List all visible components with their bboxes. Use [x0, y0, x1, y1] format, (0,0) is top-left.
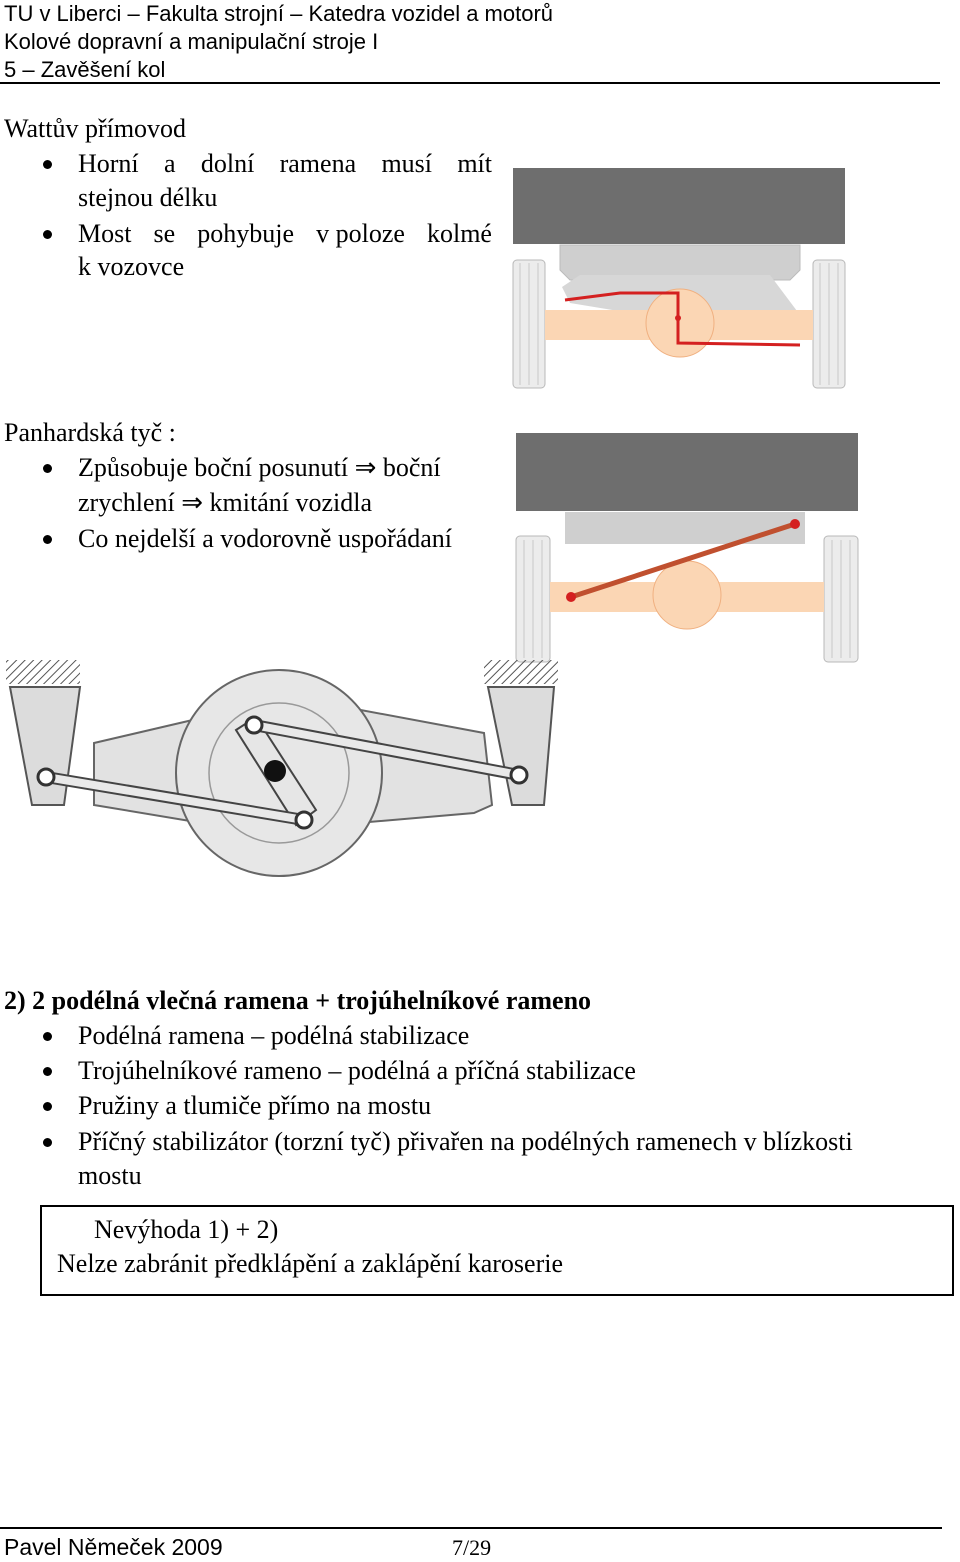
section-2-item: Příčný stabilizátor (torzní tyč) přivaře…: [78, 1127, 853, 1156]
note-text: Nelze zabránit předklápění a zaklápění k…: [57, 1249, 563, 1278]
section-2-title: 2) 2 podélná vlečná ramena + trojúhelník…: [4, 986, 592, 1015]
word: Horní: [78, 149, 139, 178]
rod-joint-left: [566, 592, 576, 602]
footer-author: Pavel Němeček 2009: [4, 1534, 223, 1560]
word: musí: [381, 149, 433, 178]
word: Most: [78, 219, 132, 248]
rocker-center-pivot: [264, 760, 286, 782]
panhard-bullet-1-line-2: zrychlení ⇒ kmitání vozidla: [78, 486, 372, 520]
page-number: 7/29: [452, 1535, 492, 1560]
lower-link-fill: [42, 773, 308, 824]
section-2-item: Podélná ramena – podélná stabilizace: [78, 1021, 470, 1050]
pivot-right: [509, 765, 529, 785]
text: zrychlení: [78, 488, 175, 517]
panhard-rod: [570, 521, 796, 600]
bullet: [43, 535, 52, 544]
watt-mechanism-drawing: [6, 660, 558, 877]
bracket-left: [8, 686, 82, 806]
text: Způsobuje boční posunutí: [78, 453, 349, 482]
vehicle-body: [513, 168, 845, 244]
differential-cover: [208, 702, 350, 844]
word: mít: [457, 149, 492, 178]
watt-bullet-1-line-2: stejnou délku: [78, 183, 218, 212]
panhard-bullet-2: Co nejdelší a vodorovně uspořádaní: [78, 524, 453, 553]
watt-linkage-diagram: [512, 168, 846, 389]
frame-mount-right: [484, 660, 558, 684]
subframe: [565, 512, 805, 544]
subframe: [559, 244, 801, 281]
word: dolní: [200, 149, 255, 178]
bracket-right: [486, 686, 556, 806]
frame-mount-left: [6, 660, 80, 684]
watt-bullet-2-line-2: k vozovce: [78, 252, 185, 281]
text: boční: [382, 453, 441, 482]
differential: [652, 560, 722, 630]
text: kmitání vozidla: [209, 488, 372, 517]
header-institution: TU v Liberci – Fakulta strojní – Katedra…: [4, 1, 554, 26]
section-2-item: Pružiny a tlumiče přímo na mostu: [78, 1091, 432, 1120]
word: ramena: [279, 149, 357, 178]
upper-link-fill: [250, 721, 523, 779]
watt-bullet-2-line-1: Most se pohybuje v poloze kolmé: [78, 217, 492, 251]
header-chapter: 5 – Zavěšení kol: [4, 57, 166, 82]
right-wheel: [812, 259, 846, 389]
pivot-left: [36, 767, 56, 787]
word: a: [163, 149, 176, 178]
left-wheel: [512, 259, 546, 389]
word: v poloze: [316, 219, 405, 248]
rod-joint-right: [790, 519, 800, 529]
pivot: [675, 315, 681, 321]
header-course: Kolové dopravní a manipulační stroje I: [4, 29, 379, 54]
bullet: [43, 1032, 52, 1041]
implies-arrow: ⇒: [354, 453, 377, 482]
pivot-rocker-bottom: [294, 810, 314, 830]
note-heading: Nevýhoda 1) + 2): [94, 1215, 279, 1244]
panhard-title: Panhardská tyč :: [4, 418, 176, 447]
left-wheel: [515, 535, 551, 663]
word: pohybuje: [197, 219, 295, 248]
bullet: [43, 1067, 52, 1076]
implies-arrow: ⇒: [181, 488, 204, 517]
section-2-item-continuation: mostu: [78, 1161, 142, 1190]
bullet: [43, 230, 52, 239]
bullet: [43, 1138, 52, 1147]
differential: [645, 288, 715, 358]
word: kolmé: [426, 219, 492, 248]
bullet: [43, 1102, 52, 1111]
bullet: [43, 464, 52, 473]
panhard-bullet-1-line-1: Způsobuje boční posunutí ⇒ boční: [78, 451, 441, 485]
panhard-rod-diagram: [515, 433, 859, 663]
vehicle-body: [516, 433, 858, 511]
header-rule: [0, 82, 940, 84]
note-box: [40, 1205, 954, 1296]
watt-bullet-1-line-1: Horní a dolní ramena musí mít: [78, 147, 492, 181]
section-2-item: Trojúhelníkové rameno – podélná a příčná…: [78, 1056, 636, 1085]
footer-rule: [0, 1527, 942, 1529]
bullet: [43, 160, 52, 169]
pivot-rocker-top: [244, 715, 264, 735]
watt-linkage-bars: [564, 291, 801, 347]
watt-title: Wattův přímovod: [4, 114, 187, 143]
right-wheel: [823, 535, 859, 663]
word: se: [153, 219, 176, 248]
